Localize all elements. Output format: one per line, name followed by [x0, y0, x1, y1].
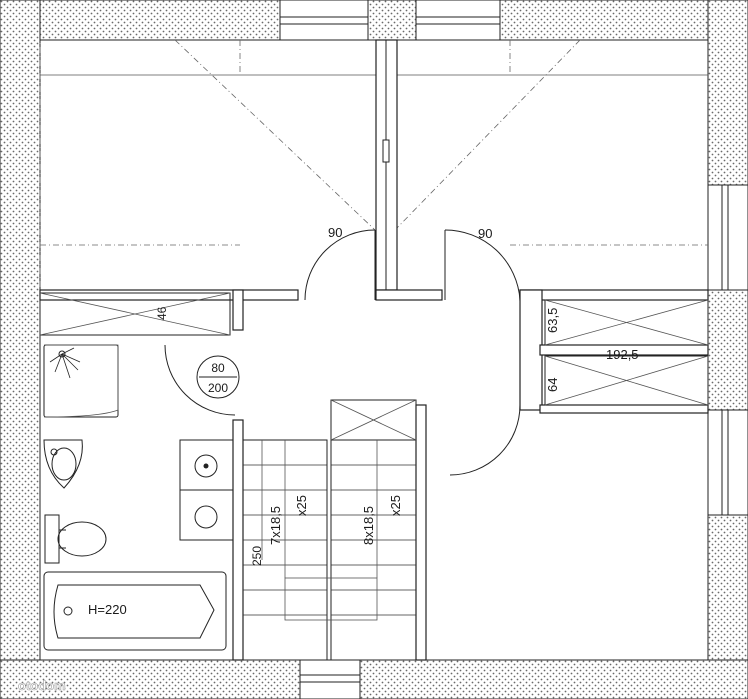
- roof-slope-lines: [39, 39, 708, 300]
- dimension-labels: 90 90 46 80 200 63,5 192,5 64 7x18,5 x25…: [155, 225, 639, 566]
- stair-height-label: 250: [250, 546, 264, 566]
- washing-machine-icon: [194, 454, 218, 478]
- closet-depth-top-label: 63,5: [545, 308, 560, 333]
- wardrobe-depth-label: 46: [155, 306, 169, 320]
- staircase: [242, 399, 417, 661]
- washbasin-icon: [43, 439, 83, 489]
- doors: [164, 229, 521, 476]
- windows: [279, 0, 748, 699]
- closet-lower: [544, 355, 709, 406]
- wardrobe-left: [39, 292, 231, 336]
- stair-right-spec-label: 8x18,5: [361, 506, 376, 545]
- bathtub-icon: H=220: [43, 571, 227, 651]
- closet-width-label: 192,5: [606, 347, 639, 362]
- toilet-icon: [44, 514, 107, 564]
- stair-right-tread-label: x25: [388, 495, 403, 516]
- stair-left-spec-label: 7x18,5: [268, 506, 283, 545]
- door-width-label: 80: [211, 361, 225, 375]
- interior-walls: [39, 39, 709, 661]
- watermark-text: otodom: [18, 678, 66, 693]
- bathtub-height-label: H=220: [88, 602, 127, 617]
- door-height-label: 200: [208, 381, 228, 395]
- closet-upper: [544, 299, 709, 346]
- closet-depth-bottom-label: 64: [545, 378, 560, 392]
- shower-tray-icon: [43, 344, 119, 418]
- door-left-angle-label: 90: [328, 225, 342, 240]
- stair-left-tread-label: x25: [294, 495, 309, 516]
- door-size-badge: 80 200: [196, 355, 240, 399]
- laundry-area: [179, 439, 234, 541]
- dryer-icon: [194, 505, 218, 529]
- door-right-angle-label: 90: [478, 226, 492, 241]
